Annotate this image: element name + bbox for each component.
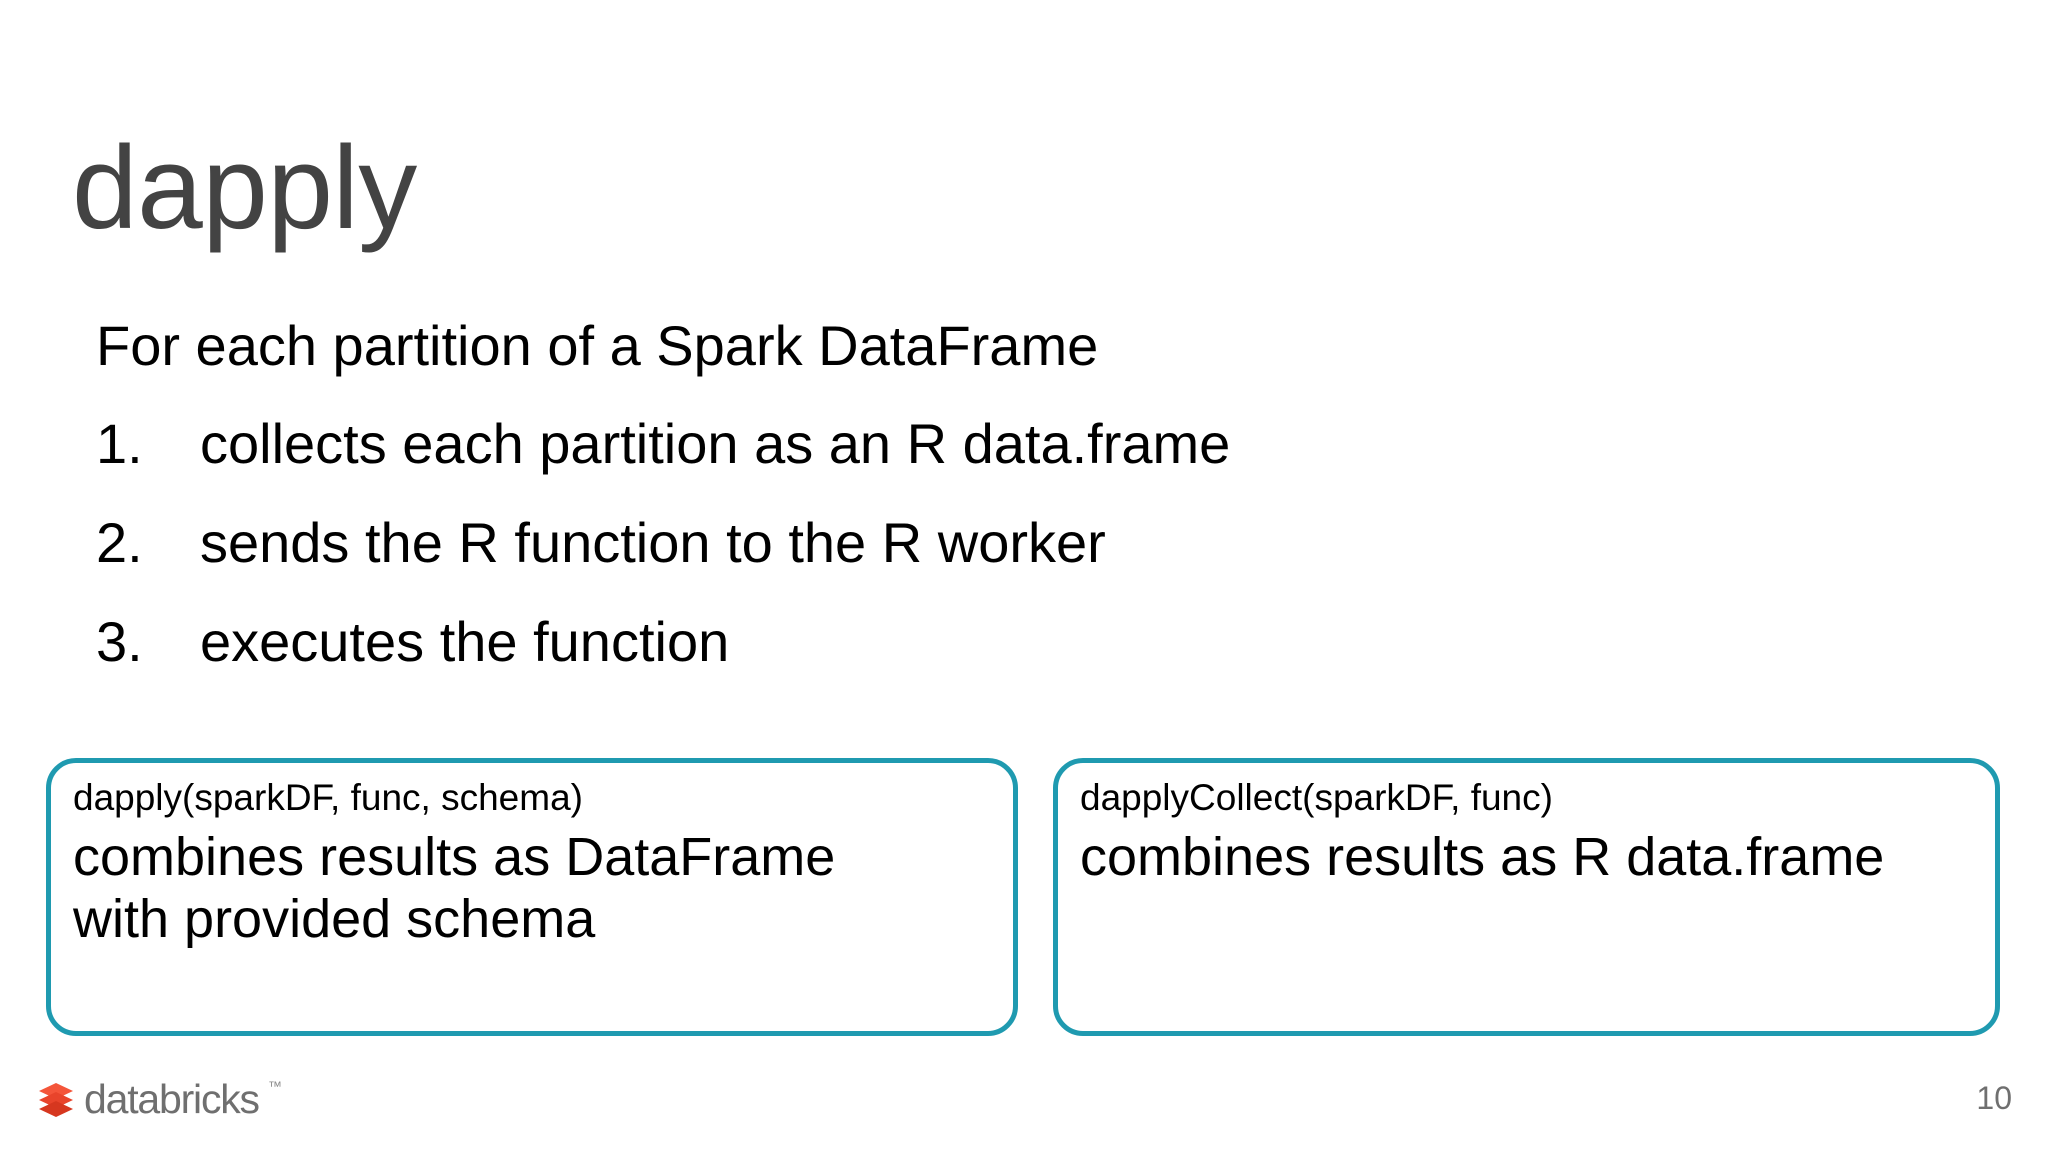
lead-text: For each partition of a Spark DataFrame <box>96 314 1099 377</box>
databricks-logo: databricks ™ <box>36 1075 282 1122</box>
trademark-symbol: ™ <box>267 1078 282 1094</box>
callout-content: dapply(sparkDF, func, schema) combines r… <box>73 779 873 950</box>
list-item-label: executes the function <box>200 610 730 673</box>
callout-description: combines results as R data.frame <box>1080 827 1885 887</box>
slide-body: For each partition of a Spark DataFrame … <box>96 318 1896 713</box>
databricks-stack-icon <box>36 1080 76 1120</box>
page-number: 10 <box>1976 1080 2012 1116</box>
list-item-number: 3. <box>96 610 143 673</box>
list-item-label: sends the R function to the R worker <box>200 511 1106 574</box>
list-item: 2. sends the R function to the R worker <box>96 515 1896 571</box>
callout-signature: dapplyCollect(sparkDF, func) <box>1080 777 1553 818</box>
callout-dapply-collect: dapplyCollect(sparkDF, func) combines re… <box>1053 758 2000 1036</box>
list-item-number: 2. <box>96 511 143 574</box>
list-item: 3. executes the function <box>96 614 1896 670</box>
callout-dapply: dapply(sparkDF, func, schema) combines r… <box>46 758 1018 1036</box>
databricks-wordmark: databricks <box>84 1075 260 1122</box>
callout-description: combines results as DataFrame with provi… <box>73 827 836 950</box>
list-item: 1. collects each partition as an R data.… <box>96 416 1896 472</box>
page-title: dapply <box>72 122 417 255</box>
list-item-label: collects each partition as an R data.fra… <box>200 412 1231 475</box>
list-item-number: 1. <box>96 412 143 475</box>
callout-content: dapplyCollect(sparkDF, func) combines re… <box>1080 779 1960 888</box>
steps-list: 1. collects each partition as an R data.… <box>96 416 1896 670</box>
callout-signature: dapply(sparkDF, func, schema) <box>73 777 583 818</box>
